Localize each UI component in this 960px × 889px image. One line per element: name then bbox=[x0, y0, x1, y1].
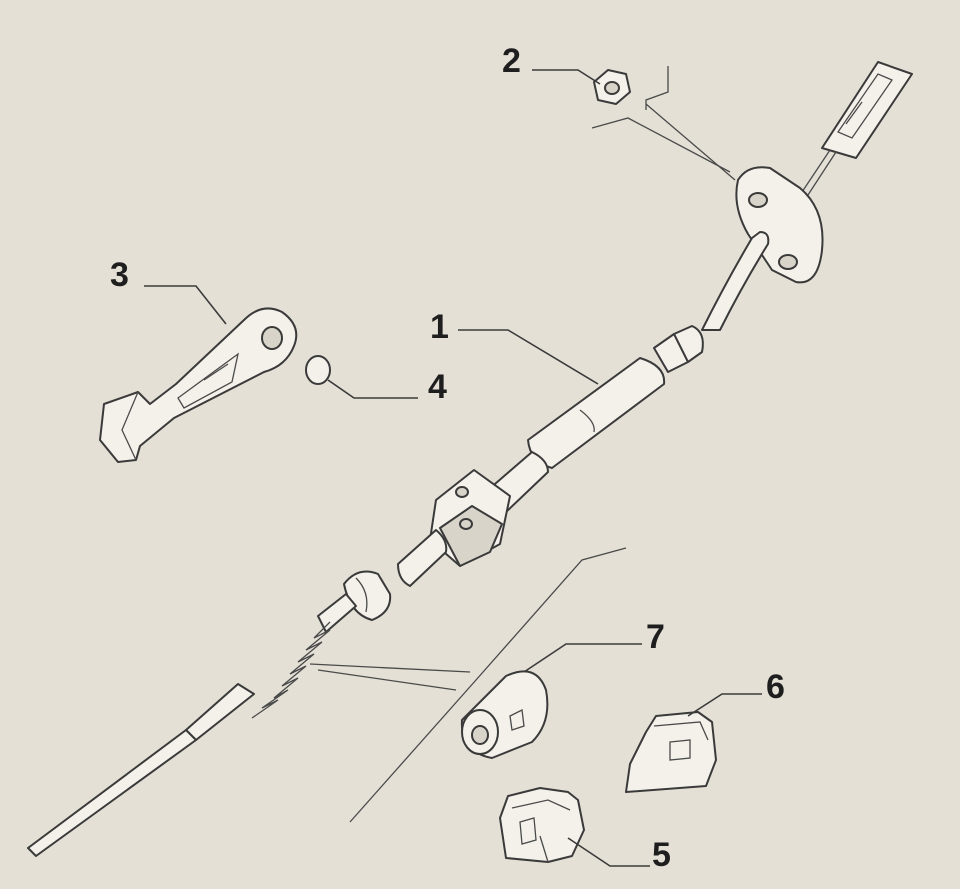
leader-1 bbox=[458, 329, 599, 385]
leader-lines bbox=[144, 69, 762, 867]
clip-small[interactable] bbox=[499, 787, 585, 863]
leader-3 bbox=[144, 285, 227, 325]
leader-7 bbox=[523, 643, 642, 673]
bushing[interactable] bbox=[460, 670, 549, 759]
hex-nut[interactable] bbox=[593, 69, 631, 105]
callout-3: 3 bbox=[110, 256, 129, 294]
callout-7: 7 bbox=[646, 618, 665, 656]
callout-labels: 1 2 3 4 5 6 7 bbox=[110, 42, 785, 874]
leader-4 bbox=[327, 379, 418, 399]
lever[interactable] bbox=[99, 307, 298, 463]
bracket-clip[interactable] bbox=[625, 711, 717, 793]
reference-lines bbox=[309, 66, 736, 823]
callout-4: 4 bbox=[428, 368, 447, 406]
o-ring[interactable] bbox=[305, 355, 331, 385]
leader-5 bbox=[567, 837, 650, 867]
leader-6 bbox=[687, 693, 762, 717]
callout-6: 6 bbox=[766, 668, 785, 706]
leader-2 bbox=[532, 69, 601, 85]
callout-2: 2 bbox=[502, 42, 521, 80]
callout-1: 1 bbox=[430, 308, 449, 346]
callout-5: 5 bbox=[652, 836, 671, 874]
cable-assembly[interactable] bbox=[27, 61, 913, 857]
